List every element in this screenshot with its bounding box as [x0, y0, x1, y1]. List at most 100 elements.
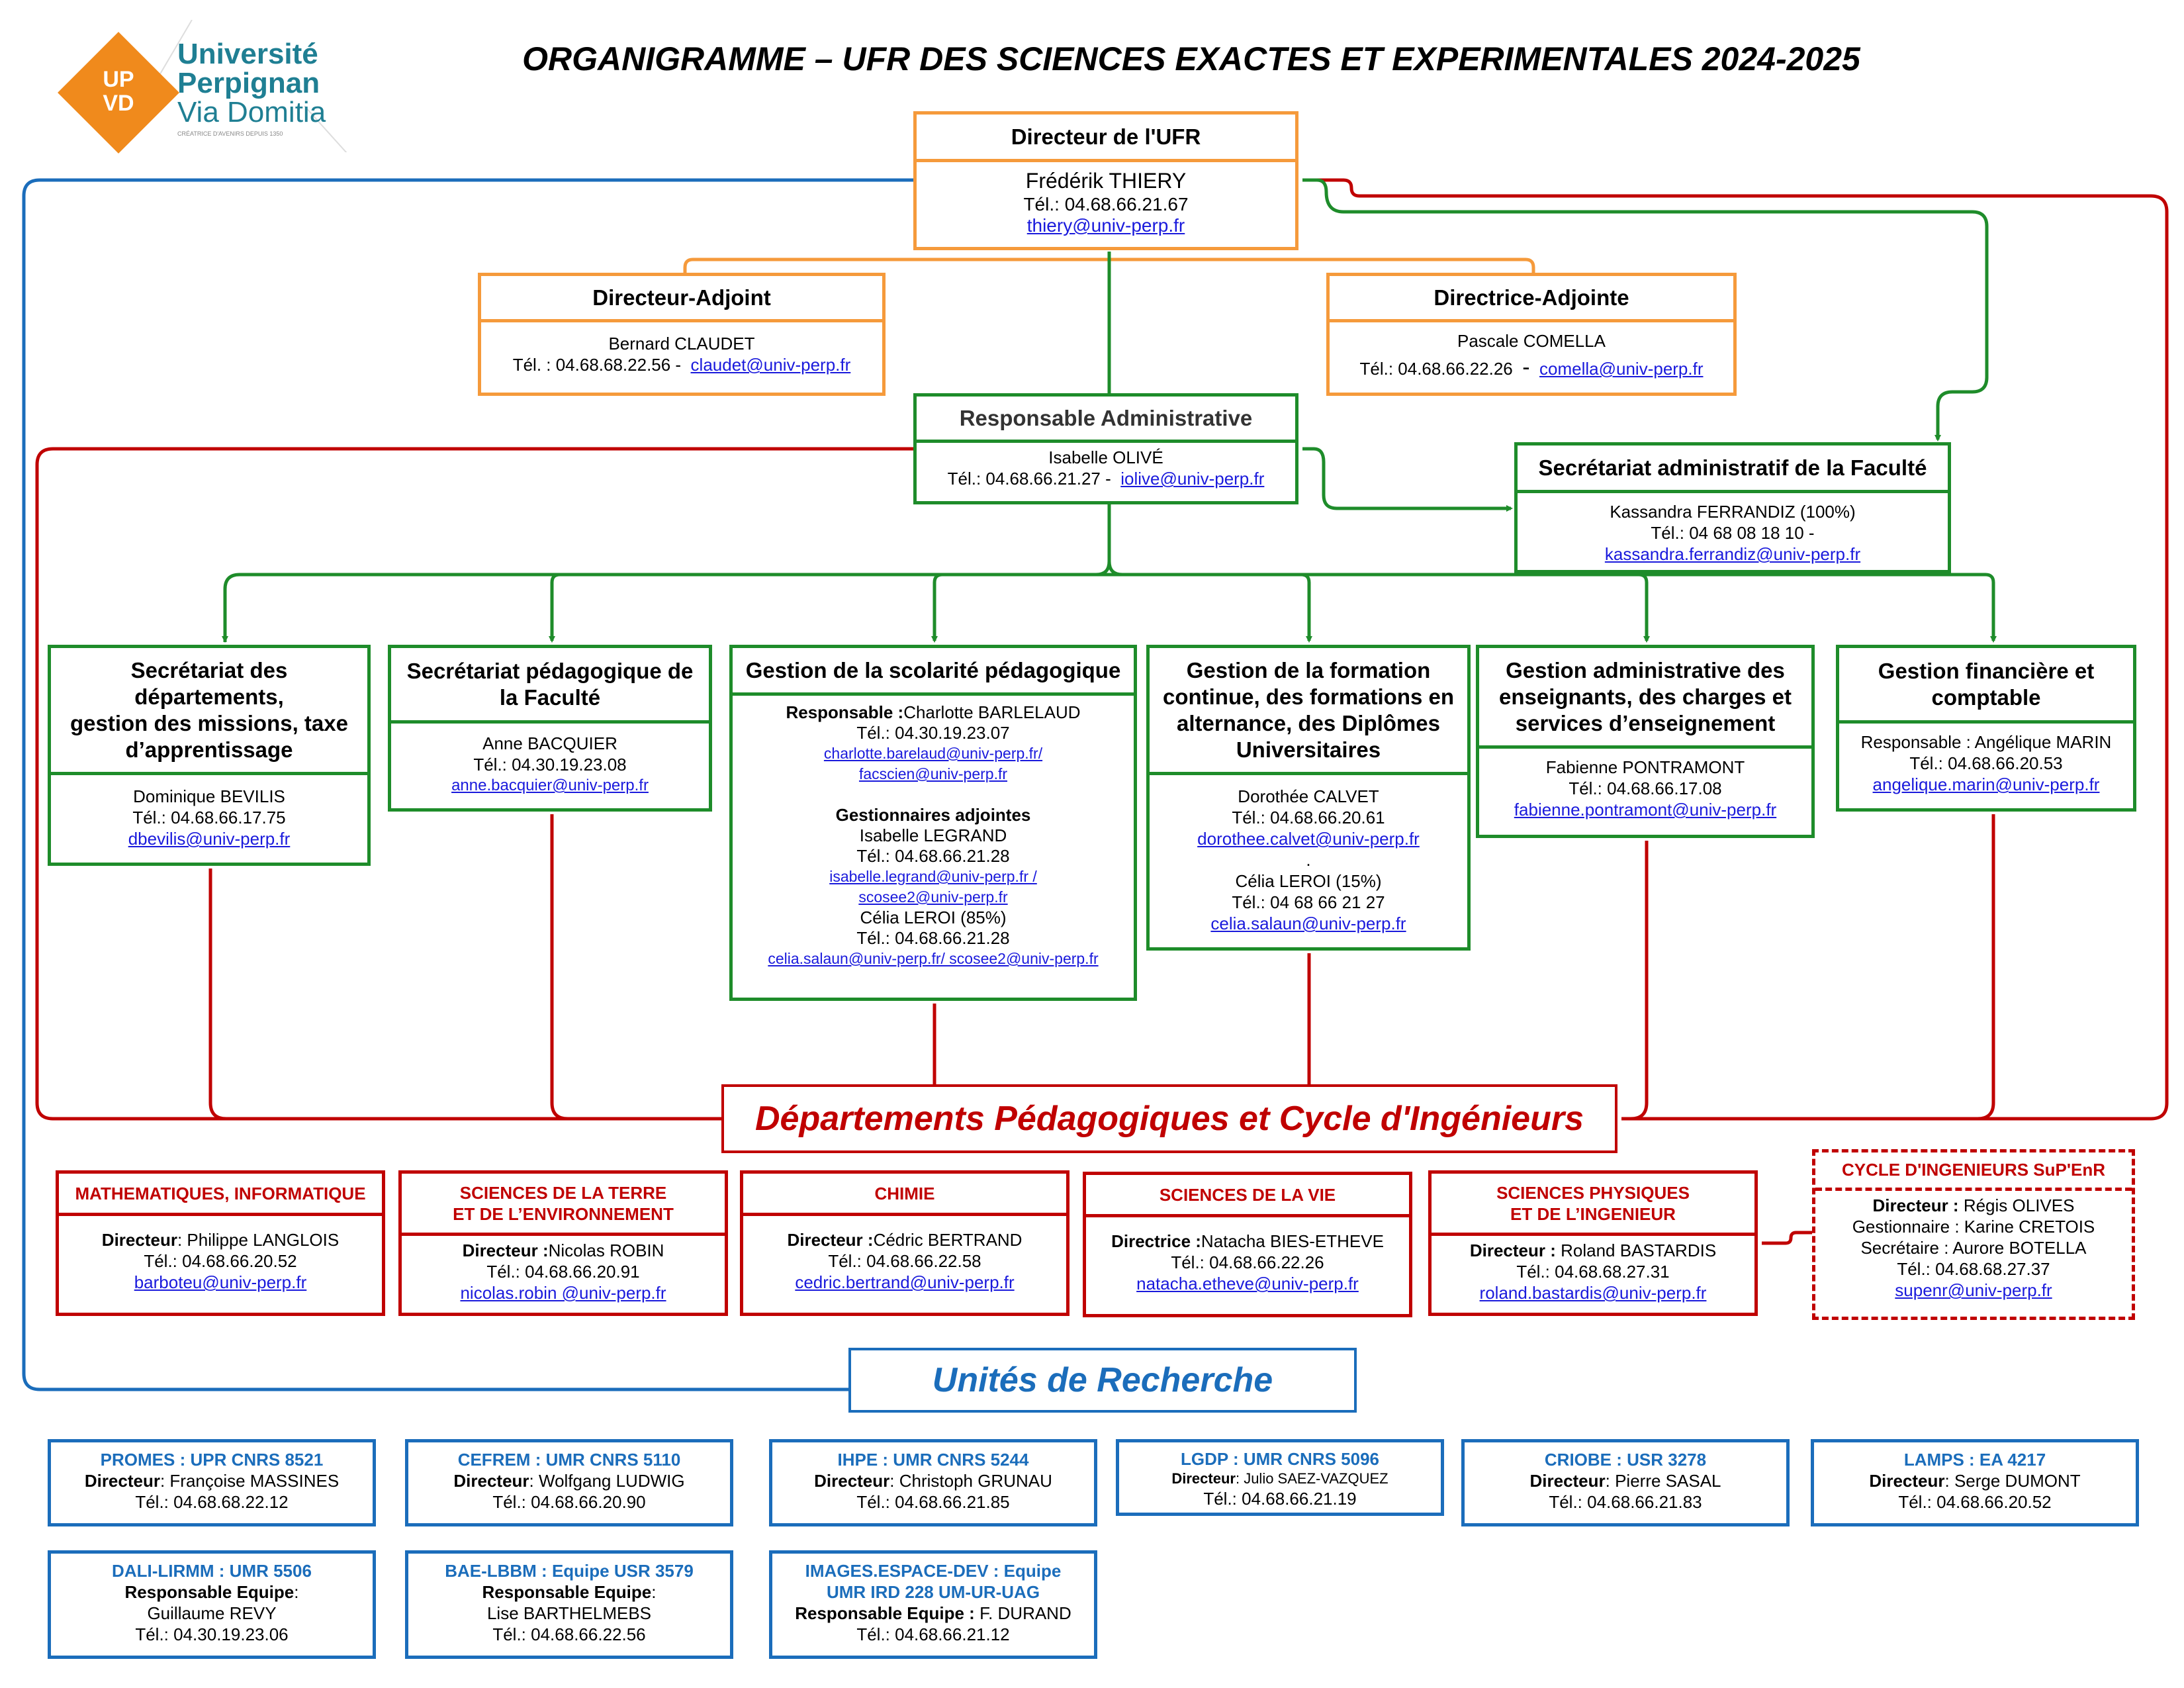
department-header-line: ET DE L’ENVIRONNEMENT — [453, 1203, 674, 1224]
department-director-label: Directeur : — [787, 1230, 874, 1250]
faculty-secretariat-header: Secrétariat administratif de la Faculté — [1518, 445, 1948, 493]
department-box: SCIENCES DE LA TERRE ET DE L’ENVIRONNEME… — [398, 1170, 728, 1316]
logo-badge-bottom: VD — [103, 91, 134, 116]
service-6-header-line: comptable — [1931, 684, 2041, 710]
department-header-line: CHIMIE — [874, 1183, 935, 1203]
service-4-header-line: Gestion de la formation — [1186, 657, 1431, 682]
research-unit-title: CEFREM : UMR CNRS 5110 — [457, 1450, 681, 1470]
research-unit-person-2: Guillaume REVY — [147, 1603, 277, 1623]
service-3-resp-tel: Tél.: 04.30.19.23.07 — [856, 723, 1010, 743]
research-unit-person: : Serge DUMONT — [1944, 1471, 2081, 1491]
service-1-email[interactable]: dbevilis@univ-perp.fr — [128, 829, 291, 849]
research-unit-box: CEFREM : UMR CNRS 5110 Directeur: Wolfga… — [405, 1439, 733, 1526]
department-email[interactable]: cedric.bertrand@univ-perp.fr — [795, 1272, 1015, 1292]
service-2-tel: Tél.: 04.30.19.23.08 — [473, 755, 627, 774]
service-1-tel: Tél.: 04.68.66.17.75 — [132, 808, 286, 827]
service-2-email[interactable]: anne.bacquier@univ-perp.fr — [451, 776, 649, 794]
research-unit-tel: Tél.: 04.30.19.23.06 — [135, 1624, 289, 1644]
deputy-director-name: Bernard CLAUDET — [608, 334, 755, 353]
engineering-tel: Tél.: 04.68.68.27.37 — [1897, 1259, 2050, 1279]
department-email[interactable]: natacha.etheve@univ-perp.fr — [1136, 1274, 1359, 1293]
engineering-email[interactable]: supenr@univ-perp.fr — [1895, 1280, 2052, 1300]
research-unit-person: : — [294, 1582, 299, 1602]
engineering-manager: Gestionnaire : Karine CRETOIS — [1852, 1217, 2095, 1237]
department-director-name: Nicolas ROBIN — [548, 1241, 664, 1260]
service-3-adj2-tel: Tél.: 04.68.66.21.28 — [856, 928, 1010, 948]
service-3-adj1-tel: Tél.: 04.68.66.21.28 — [856, 846, 1010, 866]
director-email[interactable]: thiery@univ-perp.fr — [1026, 215, 1185, 236]
service-3-resp-name: Charlotte BARLELAUD — [903, 702, 1081, 722]
department-director-name: Cédric BERTRAND — [873, 1230, 1023, 1250]
service-6-email[interactable]: angelique.marin@univ-perp.fr — [1872, 774, 2100, 794]
research-banner: Unités de Recherche — [848, 1348, 1357, 1413]
service-3-adj2-email[interactable]: celia.salaun@univ-perp.fr/ scosee2@univ-… — [768, 950, 1099, 967]
service-3-resp-label: Responsable : — [786, 702, 904, 722]
service-2-header-line: Secrétariat pédagogique de — [406, 658, 694, 683]
departments-title: Départements Pédagogiques et Cycle d'Ing… — [754, 1100, 1584, 1138]
service-4-header-line: continue, des formations en — [1162, 684, 1455, 709]
logo-line3: Via Domitia — [177, 96, 326, 128]
admin-manager-email[interactable]: iolive@univ-perp.fr — [1120, 469, 1265, 489]
department-box: CHIMIE Directeur :Cédric BERTRAND Tél.: … — [740, 1170, 1069, 1316]
department-director-name: Philippe LANGLOIS — [187, 1230, 340, 1250]
department-tel: Tél.: 04.68.68.27.31 — [1516, 1262, 1670, 1282]
deputy-directress-email[interactable]: comella@univ-perp.fr — [1539, 359, 1704, 379]
research-unit-role: Directeur — [453, 1471, 529, 1491]
service-scolarite-box: Gestion de la scolarité pédagogique Resp… — [729, 645, 1137, 1001]
research-unit-person: : Françoise MASSINES — [159, 1471, 340, 1491]
department-director-label: Directeur — [101, 1230, 177, 1250]
service-5-header: Gestion administrative des enseignants, … — [1479, 648, 1811, 749]
admin-manager-header: Responsable Administrative — [917, 397, 1295, 443]
service-3-adj1-email-1[interactable]: isabelle.legrand@univ-perp.fr / — [829, 868, 1037, 885]
deputy-director-email[interactable]: claudet@univ-perp.fr — [690, 355, 851, 375]
research-unit-tel: Tél.: 04.68.68.22.12 — [135, 1492, 289, 1512]
service-continuing-education-box: Gestion de la formation continue, des fo… — [1146, 645, 1471, 951]
service-4-header-line: alternance, des Diplômes — [1177, 710, 1440, 735]
research-unit-title: CRIOBE : USR 3278 — [1544, 1450, 1707, 1470]
admin-manager-tel: Tél.: 04.68.66.21.27 - — [947, 469, 1111, 489]
service-5-email[interactable]: fabienne.pontramont@univ-perp.fr — [1514, 800, 1777, 820]
research-unit-tel: Tél.: 04.68.66.21.12 — [856, 1624, 1010, 1644]
service-4-email-2[interactable]: celia.salaun@univ-perp.fr — [1210, 914, 1406, 933]
service-3-resp-email-2[interactable]: facscien@univ-perp.fr — [858, 765, 1008, 782]
department-header-line: MATHEMATIQUES, INFORMATIQUE — [75, 1183, 366, 1203]
department-email[interactable]: barboteu@univ-perp.fr — [134, 1272, 307, 1292]
research-unit-tel: Tél.: 04.68.66.21.85 — [856, 1492, 1010, 1512]
service-4-email[interactable]: dorothee.calvet@univ-perp.fr — [1197, 829, 1420, 849]
department-director-label: Directeur : — [1469, 1241, 1556, 1260]
department-tel: Tél.: 04.68.66.20.52 — [144, 1251, 297, 1271]
department-email[interactable]: roland.bastardis@univ-perp.fr — [1479, 1283, 1707, 1303]
service-3-adj1-name: Isabelle LEGRAND — [859, 825, 1007, 845]
service-1-header-line: d’apprentissage — [125, 737, 293, 762]
research-unit-tel: Tél.: 04.68.66.21.19 — [1203, 1489, 1357, 1509]
research-unit-box: LAMPS : EA 4217 Directeur: Serge DUMONT … — [1811, 1439, 2139, 1526]
department-email[interactable]: nicolas.robin @univ-perp.fr — [460, 1283, 666, 1303]
service-1-header: Secrétariat des départements, gestion de… — [51, 648, 367, 775]
research-link-line — [22, 178, 917, 1391]
research-unit-title: IHPE : UMR CNRS 5244 — [837, 1450, 1029, 1470]
department-header: SCIENCES DE LA TERRE ET DE L’ENVIRONNEME… — [402, 1174, 725, 1236]
deputy-director-header: Directeur-Adjoint — [481, 276, 882, 322]
department-director-label: Directeur : — [462, 1241, 549, 1260]
engineering-cycle-header: CYCLE D'INGENIEURS SuP'EnR — [1815, 1152, 2132, 1191]
secretariat-link-line — [1302, 178, 1989, 442]
service6-red-line — [1977, 814, 1995, 1121]
service-3-resp-email-1[interactable]: charlotte.barelaud@univ-perp.fr/ — [823, 745, 1043, 762]
research-unit-box: CRIOBE : USR 3278 Directeur: Pierre SASA… — [1461, 1439, 1790, 1526]
service1-red-line — [208, 868, 227, 1121]
service-3-adj1-email-2[interactable]: scosee2@univ-perp.fr — [858, 888, 1008, 906]
research-unit-title: LAMPS : EA 4217 — [1903, 1450, 2046, 1470]
research-unit-person: : — [651, 1582, 657, 1602]
service-3-adj2-name: Célia LEROI (85%) — [860, 908, 1007, 927]
deputy-directress-box: Directrice-Adjointe Pascale COMELLA Tél.… — [1326, 273, 1737, 396]
faculty-secretariat-email[interactable]: kassandra.ferrandiz@univ-perp.fr — [1604, 544, 1861, 564]
service-5-header-line: enseignants, des charges et — [1498, 684, 1792, 709]
department-header-line: SCIENCES DE LA VIE — [1159, 1184, 1336, 1205]
research-unit-tel: Tél.: 04.68.66.20.52 — [1898, 1492, 2052, 1512]
research-title: Unités de Recherche — [932, 1361, 1273, 1399]
research-unit-person: : Christoph GRUNAU — [889, 1471, 1052, 1491]
research-unit-box: DALI-LIRMM : UMR 5506 Responsable Equipe… — [48, 1550, 376, 1659]
service-3-header: Gestion de la scolarité pédagogique — [733, 648, 1134, 696]
director-tel: Tél.: 04.68.66.21.67 — [1023, 194, 1189, 214]
research-unit-box: IMAGES.ESPACE-DEV : Equipe UMR IRD 228 U… — [769, 1550, 1097, 1659]
